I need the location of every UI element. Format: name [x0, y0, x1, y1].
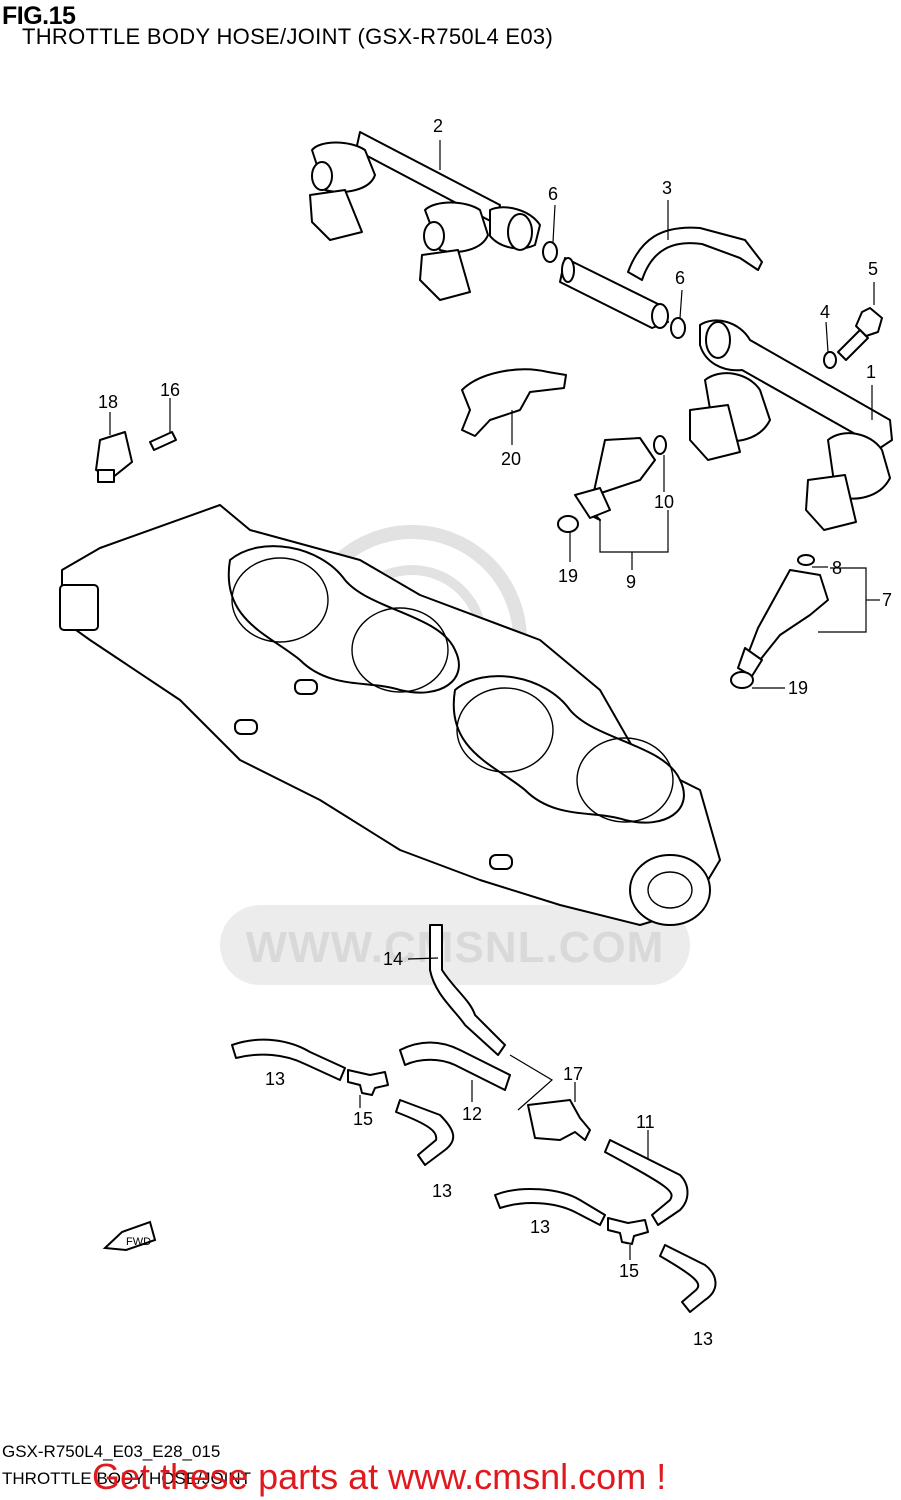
callout-13-c: 13 — [530, 1217, 550, 1237]
callout-8: 8 — [832, 558, 842, 578]
callout-4: 4 — [820, 302, 830, 322]
footer-code: GSX-R750L4_E03_E28_015 — [2, 1442, 221, 1461]
callout-13-b: 13 — [432, 1181, 452, 1201]
throttle-body — [59, 504, 721, 926]
o-ring-6-a — [542, 241, 558, 263]
washer-4 — [823, 351, 837, 369]
hose-13-c — [494, 1187, 606, 1226]
sensor-18 — [95, 431, 133, 483]
joint-15-a — [347, 1069, 389, 1096]
o-ring-6-b — [670, 317, 686, 339]
hose-12 — [399, 1041, 511, 1091]
cushion-19-a — [557, 515, 579, 533]
callout-17: 17 — [563, 1064, 583, 1084]
fuel-rail-lower — [689, 319, 893, 531]
diagram-title: THROTTLE BODY HOSE/JOINT (GSX-R750L4 E03… — [22, 24, 554, 49]
callout-6-a: 6 — [548, 184, 558, 204]
screw-16 — [149, 431, 177, 451]
callout-10: 10 — [654, 492, 674, 512]
promo-link[interactable]: Get these parts at www.cmsnl.com ! — [92, 1456, 667, 1497]
callout-2: 2 — [433, 116, 443, 136]
hose-11 — [604, 1139, 689, 1226]
fwd-arrow: FWD — [102, 1220, 157, 1252]
callout-9: 9 — [626, 572, 636, 592]
callout-3: 3 — [662, 178, 672, 198]
hose-13-d — [659, 1244, 717, 1313]
figure-number: FIG.15 — [2, 2, 76, 30]
o-ring-10 — [653, 435, 667, 455]
joint-17 — [527, 1099, 591, 1141]
callout-15-b: 15 — [619, 1261, 639, 1281]
callout-13-a: 13 — [265, 1069, 285, 1089]
callout-19-a: 19 — [558, 566, 578, 586]
hose-13-a — [231, 1038, 346, 1081]
footer-name: THROTTLE BODY HOSE/JOINT — [2, 1469, 252, 1488]
callout-12: 12 — [462, 1104, 482, 1124]
callout-19-b: 19 — [788, 678, 808, 698]
injector-9 — [574, 437, 656, 521]
fuel-hose-3 — [627, 226, 763, 281]
callout-14: 14 — [383, 949, 403, 969]
callout-18: 18 — [98, 392, 118, 412]
callout-5: 5 — [868, 259, 878, 279]
callout-7: 7 — [882, 590, 892, 610]
hose-13-b — [395, 1099, 455, 1166]
cushion-19-b — [730, 671, 754, 689]
callout-1: 1 — [866, 362, 876, 382]
watermark-banner — [220, 905, 690, 985]
callout-20: 20 — [501, 449, 521, 469]
callout-labels: 2 6 3 6 5 4 1 16 18 20 10 19 9 8 7 19 14… — [98, 116, 892, 1349]
joint-15-b — [607, 1217, 649, 1245]
injector-7 — [737, 569, 829, 677]
callout-13-d: 13 — [693, 1329, 713, 1349]
clamp-20 — [461, 368, 567, 437]
hose-14 — [429, 924, 506, 1056]
callout-11: 11 — [636, 1112, 655, 1132]
leader-lines — [109, 140, 880, 1260]
callout-15-a: 15 — [353, 1109, 373, 1129]
fwd-label: FWD — [126, 1236, 151, 1248]
callout-6-b: 6 — [675, 268, 685, 288]
fuel-joint — [559, 257, 669, 329]
bolt-5 — [837, 307, 883, 361]
o-ring-8 — [797, 554, 815, 566]
callout-16: 16 — [160, 380, 180, 400]
watermark-text: WWW.CMSNL.COM — [246, 923, 665, 972]
fuel-rail-upper — [309, 131, 541, 301]
